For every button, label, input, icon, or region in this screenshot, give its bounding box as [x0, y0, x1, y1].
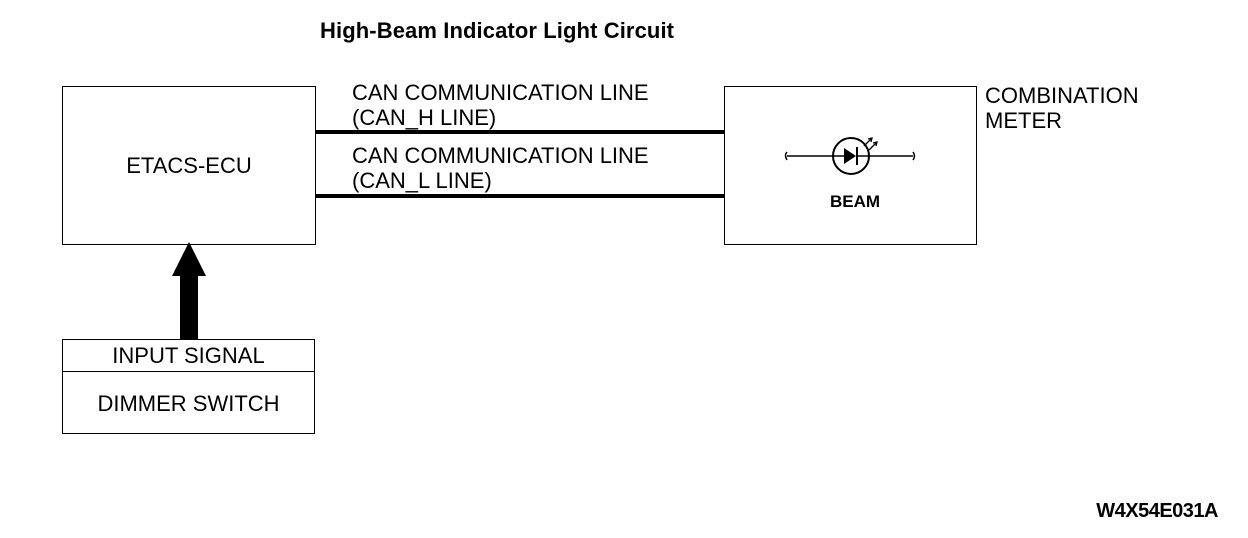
dimmer-switch-body: DIMMER SWITCH — [63, 372, 314, 434]
beam-indicator-label: BEAM — [830, 192, 881, 211]
can-h-label-2: (CAN_H LINE) — [352, 105, 497, 130]
can-l-label-2: (CAN_L LINE) — [352, 168, 492, 193]
combination-meter-label-1: COMBINATION — [985, 83, 1139, 108]
can-l-label-1: CAN COMMUNICATION LINE — [352, 143, 649, 168]
dimmer-switch-label: DIMMER SWITCH — [97, 390, 280, 416]
can-h-label-1: CAN COMMUNICATION LINE — [352, 80, 649, 105]
etacs-ecu-box: ETACS-ECU — [62, 86, 316, 245]
input-signal-header: INPUT SIGNAL — [63, 340, 314, 372]
combination-meter-label-2: METER — [985, 108, 1062, 133]
combination-meter-box: BEAM — [724, 86, 977, 245]
dimmer-switch-box: INPUT SIGNAL DIMMER SWITCH — [62, 339, 315, 434]
led-indicator-icon — [784, 137, 916, 175]
etacs-ecu-label: ETACS-ECU — [126, 153, 252, 178]
can-h-line — [316, 130, 724, 134]
input-signal-label: INPUT SIGNAL — [112, 343, 265, 368]
diagram-title: High-Beam Indicator Light Circuit — [320, 18, 675, 43]
input-signal-arrow — [172, 242, 206, 340]
can-l-line — [316, 194, 724, 198]
figure-code: W4X54E031A — [1096, 500, 1218, 522]
